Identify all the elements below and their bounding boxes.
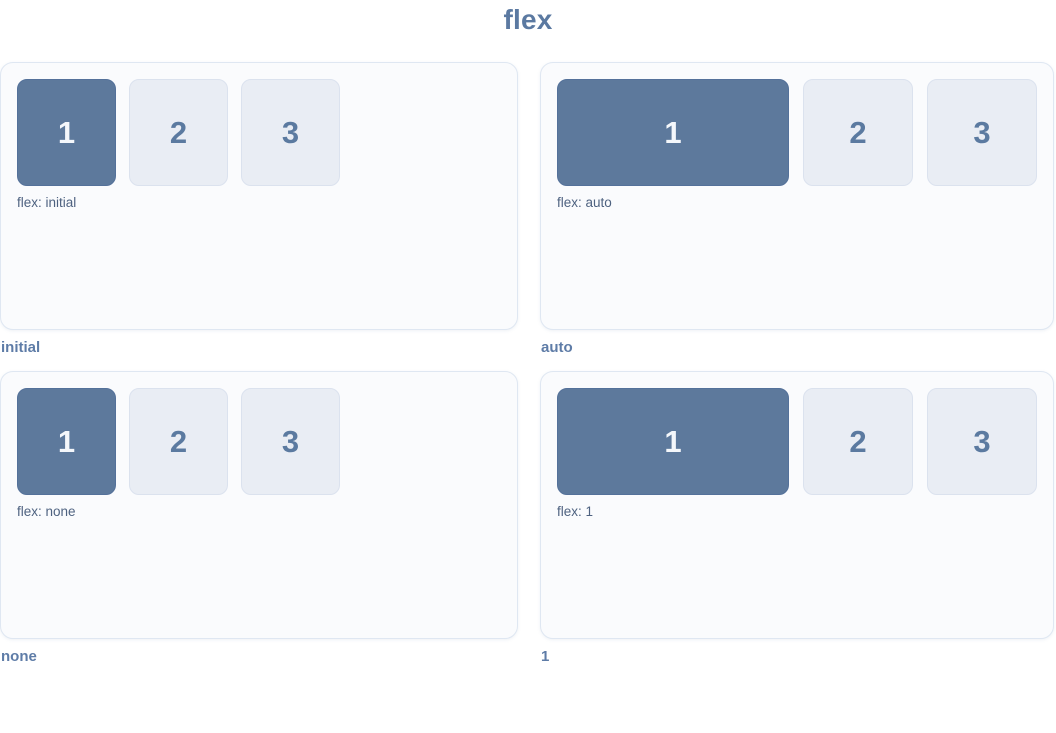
flex-item-1: 1 bbox=[17, 79, 116, 186]
panel-flex-none: 1 2 3 flex: none none bbox=[0, 371, 518, 680]
demo-card: 1 2 3 flex: initial bbox=[0, 62, 518, 330]
flex-box-row: 1 2 3 bbox=[17, 388, 501, 495]
flex-item-1: 1 bbox=[557, 388, 789, 495]
demo-grid: 1 2 3 flex: initial initial 1 2 3 flex: … bbox=[0, 62, 1056, 680]
panel-label: auto bbox=[541, 339, 573, 356]
panel-label: none bbox=[1, 648, 37, 665]
panel-label: 1 bbox=[541, 648, 550, 665]
demo-card: 1 2 3 flex: 1 bbox=[540, 371, 1054, 639]
demo-card: 1 2 3 flex: none bbox=[0, 371, 518, 639]
flex-item-3: 3 bbox=[927, 388, 1037, 495]
flex-value-caption: flex: 1 bbox=[557, 504, 594, 519]
flex-item-3: 3 bbox=[241, 388, 340, 495]
flex-item-2: 2 bbox=[803, 79, 913, 186]
flex-item-3: 3 bbox=[927, 79, 1037, 186]
panel-flex-auto: 1 2 3 flex: auto auto bbox=[540, 62, 1054, 371]
flex-value-caption: flex: none bbox=[17, 504, 76, 519]
panel-flex-initial: 1 2 3 flex: initial initial bbox=[0, 62, 518, 371]
panel-flex-1: 1 2 3 flex: 1 1 bbox=[540, 371, 1054, 680]
flex-item-2: 2 bbox=[129, 388, 228, 495]
flex-item-2: 2 bbox=[129, 79, 228, 186]
flex-item-1: 1 bbox=[557, 79, 789, 186]
flex-item-1: 1 bbox=[17, 388, 116, 495]
demo-card: 1 2 3 flex: auto bbox=[540, 62, 1054, 330]
flex-value-caption: flex: auto bbox=[557, 195, 612, 210]
flex-box-row: 1 2 3 bbox=[17, 79, 501, 186]
flex-value-caption: flex: initial bbox=[17, 195, 77, 210]
flex-box-row: 1 2 3 bbox=[557, 79, 1037, 186]
panel-label: initial bbox=[1, 339, 41, 356]
flex-item-2: 2 bbox=[803, 388, 913, 495]
flex-box-row: 1 2 3 bbox=[557, 388, 1037, 495]
flex-item-3: 3 bbox=[241, 79, 340, 186]
page-title: flex bbox=[503, 4, 553, 35]
